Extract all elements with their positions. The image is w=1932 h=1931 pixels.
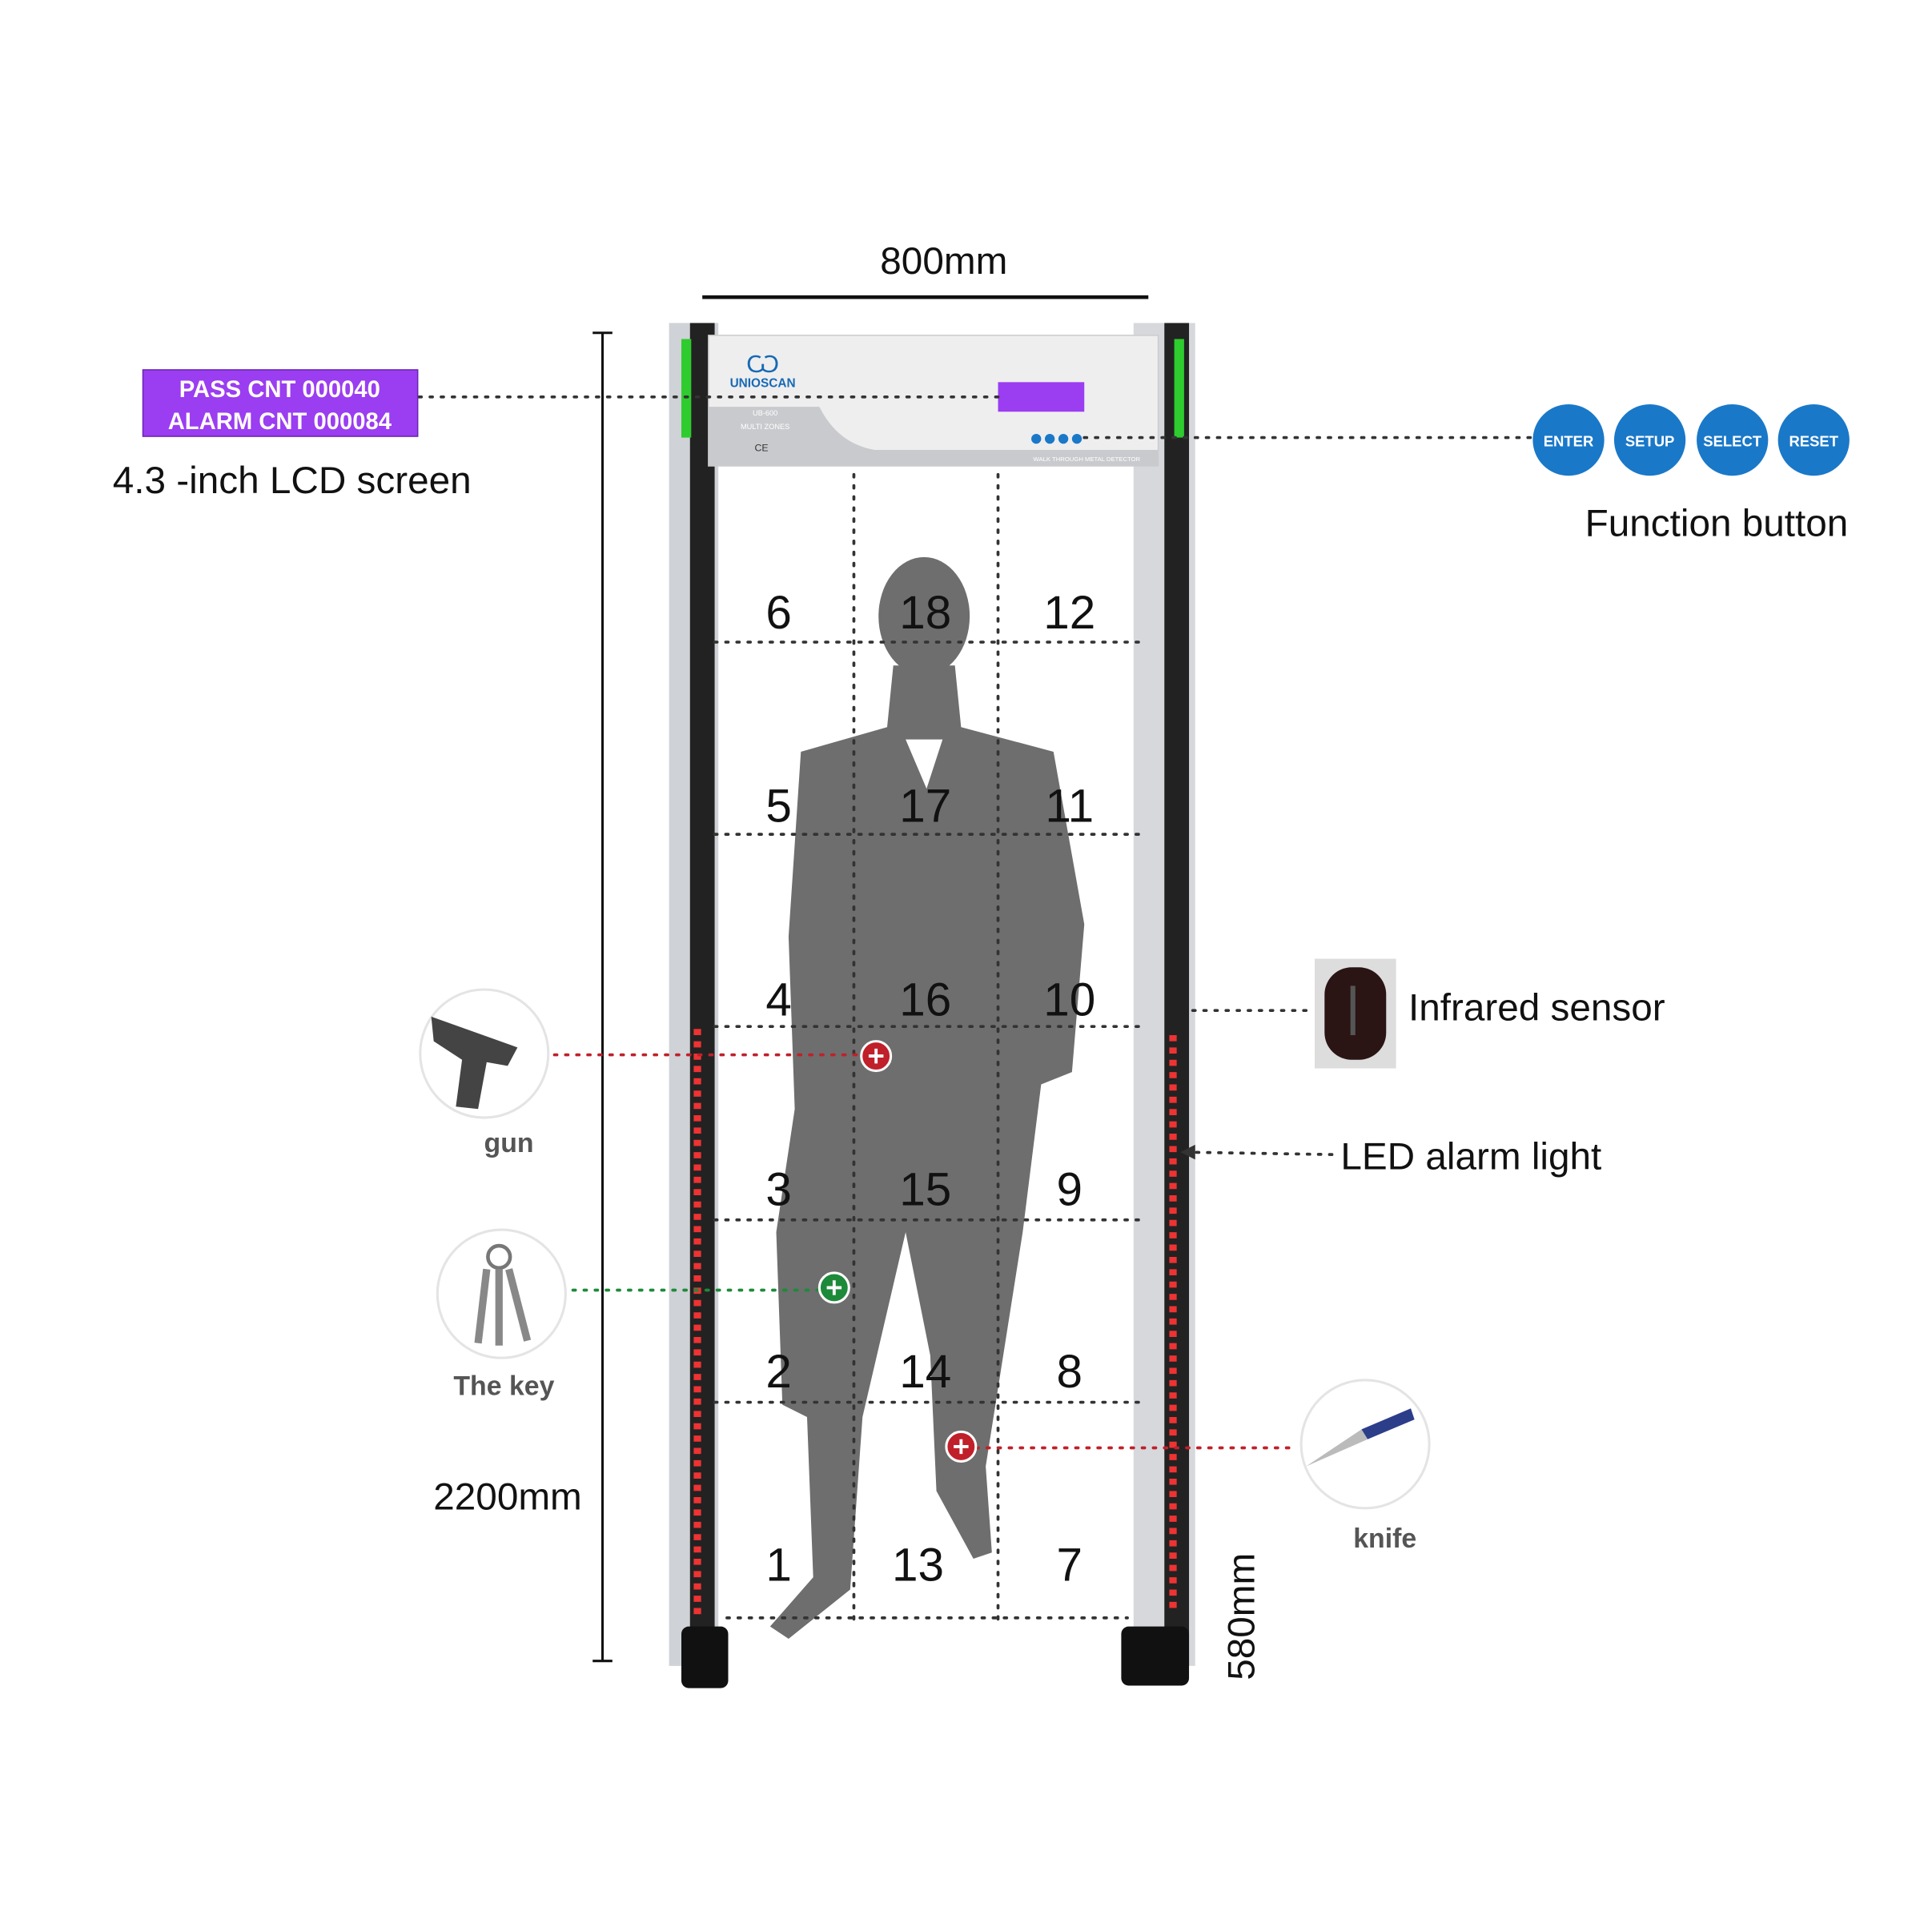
brand-name: UNIOSCAN <box>730 376 796 390</box>
person-silhouette <box>769 556 1085 1640</box>
zone-grid <box>713 472 1148 1628</box>
zone-number: 6 <box>765 587 792 639</box>
reset-label: RESET <box>1789 432 1838 449</box>
enter-label: ENTER <box>1544 432 1594 449</box>
panel-footer: WALK THROUGH METAL DETECTOR <box>1034 456 1141 463</box>
knife-marker-icon <box>945 1430 978 1463</box>
zones-label: MULTI ZONES <box>741 423 789 431</box>
setup-button[interactable] <box>1613 404 1686 476</box>
zone-number: 11 <box>1045 781 1094 833</box>
zone-numbers: 6 5 4 3 2 1 18 17 16 15 14 13 12 11 10 9… <box>765 587 1095 1592</box>
width-dimension-label: 800mm <box>880 240 1007 283</box>
zone-number: 9 <box>1057 1163 1083 1215</box>
zone-number: 8 <box>1057 1346 1083 1398</box>
select-label: SELECT <box>1703 432 1762 449</box>
zone-number: 2 <box>765 1346 792 1398</box>
lcd-alarm-count: ALARM CNT 000084 <box>168 409 392 435</box>
lcd-caption: 4.3 -inch LCD screen <box>113 460 472 502</box>
gun-label: gun <box>484 1128 534 1158</box>
infrared-sensor-icon <box>1315 958 1396 1069</box>
enter-button[interactable] <box>1532 404 1605 476</box>
height-dimension-label: 2200mm <box>433 1475 582 1518</box>
arrow-icon <box>1180 1144 1195 1160</box>
brand-logo-icon: Ѡ <box>746 350 779 378</box>
gun-marker-icon <box>860 1040 893 1073</box>
function-button-caption: Function button <box>1585 503 1849 545</box>
zone-number: 14 <box>899 1346 951 1398</box>
function-buttons: ENTER SETUP SELECT RESET <box>1532 404 1850 476</box>
key-icon <box>436 1228 567 1359</box>
zone-number: 18 <box>899 587 951 639</box>
zone-number: 1 <box>765 1540 792 1592</box>
zone-number: 10 <box>1043 974 1095 1026</box>
reset-button[interactable] <box>1777 404 1850 476</box>
zone-number: 17 <box>899 781 951 833</box>
select-button[interactable] <box>1697 404 1769 476</box>
knife-label: knife <box>1353 1524 1416 1554</box>
zone-number: 5 <box>765 781 792 833</box>
led-alarm-label: LED alarm light <box>1340 1136 1601 1178</box>
zone-number: 16 <box>899 974 951 1026</box>
key-label: The key <box>453 1371 554 1401</box>
header-panel: Ѡ UNIOSCAN UB-600 MULTI ZONES CE WALK TH… <box>708 335 1159 467</box>
lcd-pass-count: PASS CNT 000040 <box>179 377 380 403</box>
key-marker-icon <box>817 1271 850 1304</box>
zone-number: 3 <box>765 1163 792 1215</box>
zone-number: 7 <box>1057 1540 1083 1592</box>
setup-label: SETUP <box>1625 432 1675 449</box>
knife-icon <box>1299 1379 1431 1510</box>
zone-number: 15 <box>899 1163 951 1215</box>
model-label: UB-600 <box>753 409 777 417</box>
ce-mark: CE <box>754 443 768 454</box>
zone-number: 13 <box>892 1540 944 1592</box>
lcd-screen <box>142 369 419 437</box>
infrared-sensor-label: Infrared sensor <box>1408 986 1665 1029</box>
panel-lcd <box>998 382 1085 412</box>
depth-dimension-label: 580mm <box>1221 1553 1263 1680</box>
zone-number: 12 <box>1043 587 1095 639</box>
right-pillar <box>1121 323 1195 1686</box>
gun-icon <box>419 988 550 1119</box>
zone-number: 4 <box>765 974 792 1026</box>
left-pillar <box>669 323 729 1688</box>
